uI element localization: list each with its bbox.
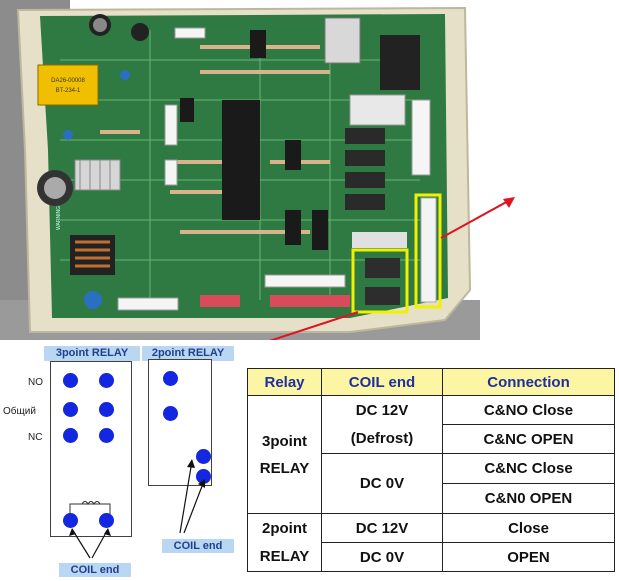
table-header-row: Relay COIL end Connection [247, 368, 615, 396]
relay2-pin [163, 406, 178, 421]
connector-highlight-box [414, 193, 442, 309]
relay-2point-photo [365, 287, 400, 305]
relay3-pin [63, 373, 78, 388]
cell-dc0: DC 0V [321, 453, 443, 514]
relay-spec-table: Relay COIL end Connection 3point RELAY D… [247, 368, 615, 572]
relay-3point-photo [365, 258, 400, 278]
cell-dc0-b: DC 0V [321, 542, 443, 572]
relay2-pin [163, 371, 178, 386]
cell-conn-1: C&NO Close [442, 395, 615, 425]
relay3-coil-label: COIL end [59, 563, 131, 577]
cell-2point-text: 2point [262, 519, 307, 537]
cell-close: Close [442, 513, 615, 543]
header-connection: Connection [442, 368, 615, 396]
transformer-text-2: BT-234-1 [56, 88, 81, 94]
relay2-box [148, 359, 212, 486]
cell-3point-text: 3point [262, 432, 307, 450]
relay3-pin [63, 402, 78, 417]
cell-defrost-text: (Defrost) [350, 429, 414, 447]
arrow-to-relay-diagram [269, 311, 359, 340]
relay2-coil-label: COIL end [162, 539, 234, 553]
header-coil-end: COIL end [321, 368, 443, 396]
label-nc: NC [28, 432, 43, 443]
microcontroller-chip [222, 100, 260, 220]
cell-2point-relay-text: RELAY [259, 547, 310, 565]
relay2-coil-arrows [179, 459, 205, 534]
table-row: DC 0V OPEN [248, 542, 615, 572]
header-relay: Relay [247, 368, 322, 396]
relay3-pin [99, 373, 114, 388]
cell-dc12-b: DC 12V [321, 513, 443, 543]
cell-3point-relay-text: RELAY [259, 459, 310, 477]
relay3-header: 3point RELAY [44, 346, 140, 361]
table-row: 2point RELAY DC 12V Close [247, 513, 615, 572]
label-no: NO [28, 377, 43, 388]
relay-highlight-box [351, 248, 409, 314]
cell-2point-relay: 2point RELAY [247, 513, 322, 572]
relay2-coil-pin [196, 469, 211, 484]
relay3-pin [99, 402, 114, 417]
cell-dc12-defrost: DC 12V (Defrost) [321, 395, 443, 454]
cell-3point-relay: 3point RELAY [247, 395, 322, 514]
cell-dc12-text: DC 12V [355, 401, 409, 419]
cell-conn-4: C&N0 OPEN [442, 483, 615, 514]
table-row: C&N0 OPEN [248, 483, 615, 514]
relay3-coil-pin [63, 513, 78, 528]
relay3-box [50, 361, 132, 537]
relay2-header: 2point RELAY [142, 346, 234, 361]
board-warning-text: WARNING [56, 206, 62, 230]
relay2-coil-pin [196, 449, 211, 464]
pcb-photo: DA26-00008 BT-234-1 WARNING [0, 0, 515, 340]
transformer-text-1: DA26-00008 [51, 78, 85, 84]
relay3-coil-symbol [69, 501, 111, 514]
label-common: Общий [3, 406, 36, 417]
table-row: 3point RELAY DC 12V (Defrost) C&NO Close [247, 395, 615, 514]
relay3-coil-arrows [69, 528, 111, 559]
cell-conn-2: C&NC OPEN [442, 424, 615, 454]
relay3-coil-pin [99, 513, 114, 528]
arrow-to-connector [440, 199, 511, 239]
table-row: DC 0V C&NC Close [248, 453, 615, 514]
relay3-pin [63, 428, 78, 443]
cell-conn-3: C&NC Close [442, 453, 615, 484]
relay3-pin [99, 428, 114, 443]
cell-open: OPEN [442, 542, 615, 572]
